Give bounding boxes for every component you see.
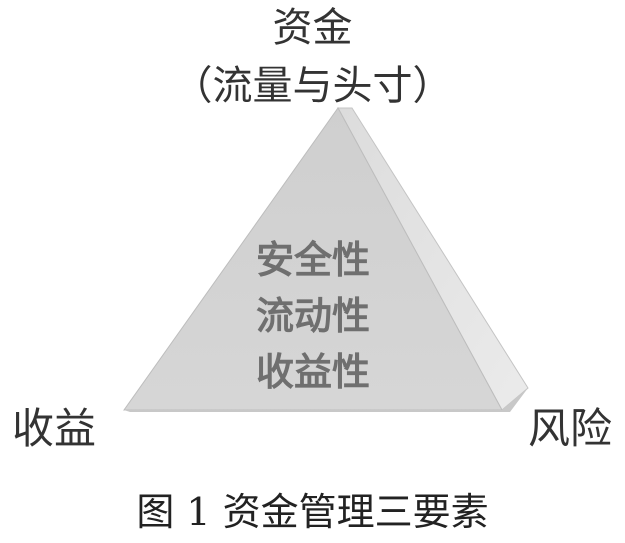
figure-caption: 图 1 资金管理三要素 (136, 490, 489, 534)
top-vertex-label: 资金 (272, 5, 353, 51)
left-vertex-label: 收益 (12, 404, 97, 453)
center-line-profitability: 收益性 (255, 350, 370, 394)
right-vertex-label: 风险 (528, 404, 613, 453)
center-line-liquidity: 流动性 (255, 294, 370, 338)
top-vertex-sublabel: （流量与头寸） (172, 63, 453, 109)
center-properties: 安全性 流动性 收益性 (228, 232, 398, 400)
center-line-safety: 安全性 (255, 238, 370, 282)
